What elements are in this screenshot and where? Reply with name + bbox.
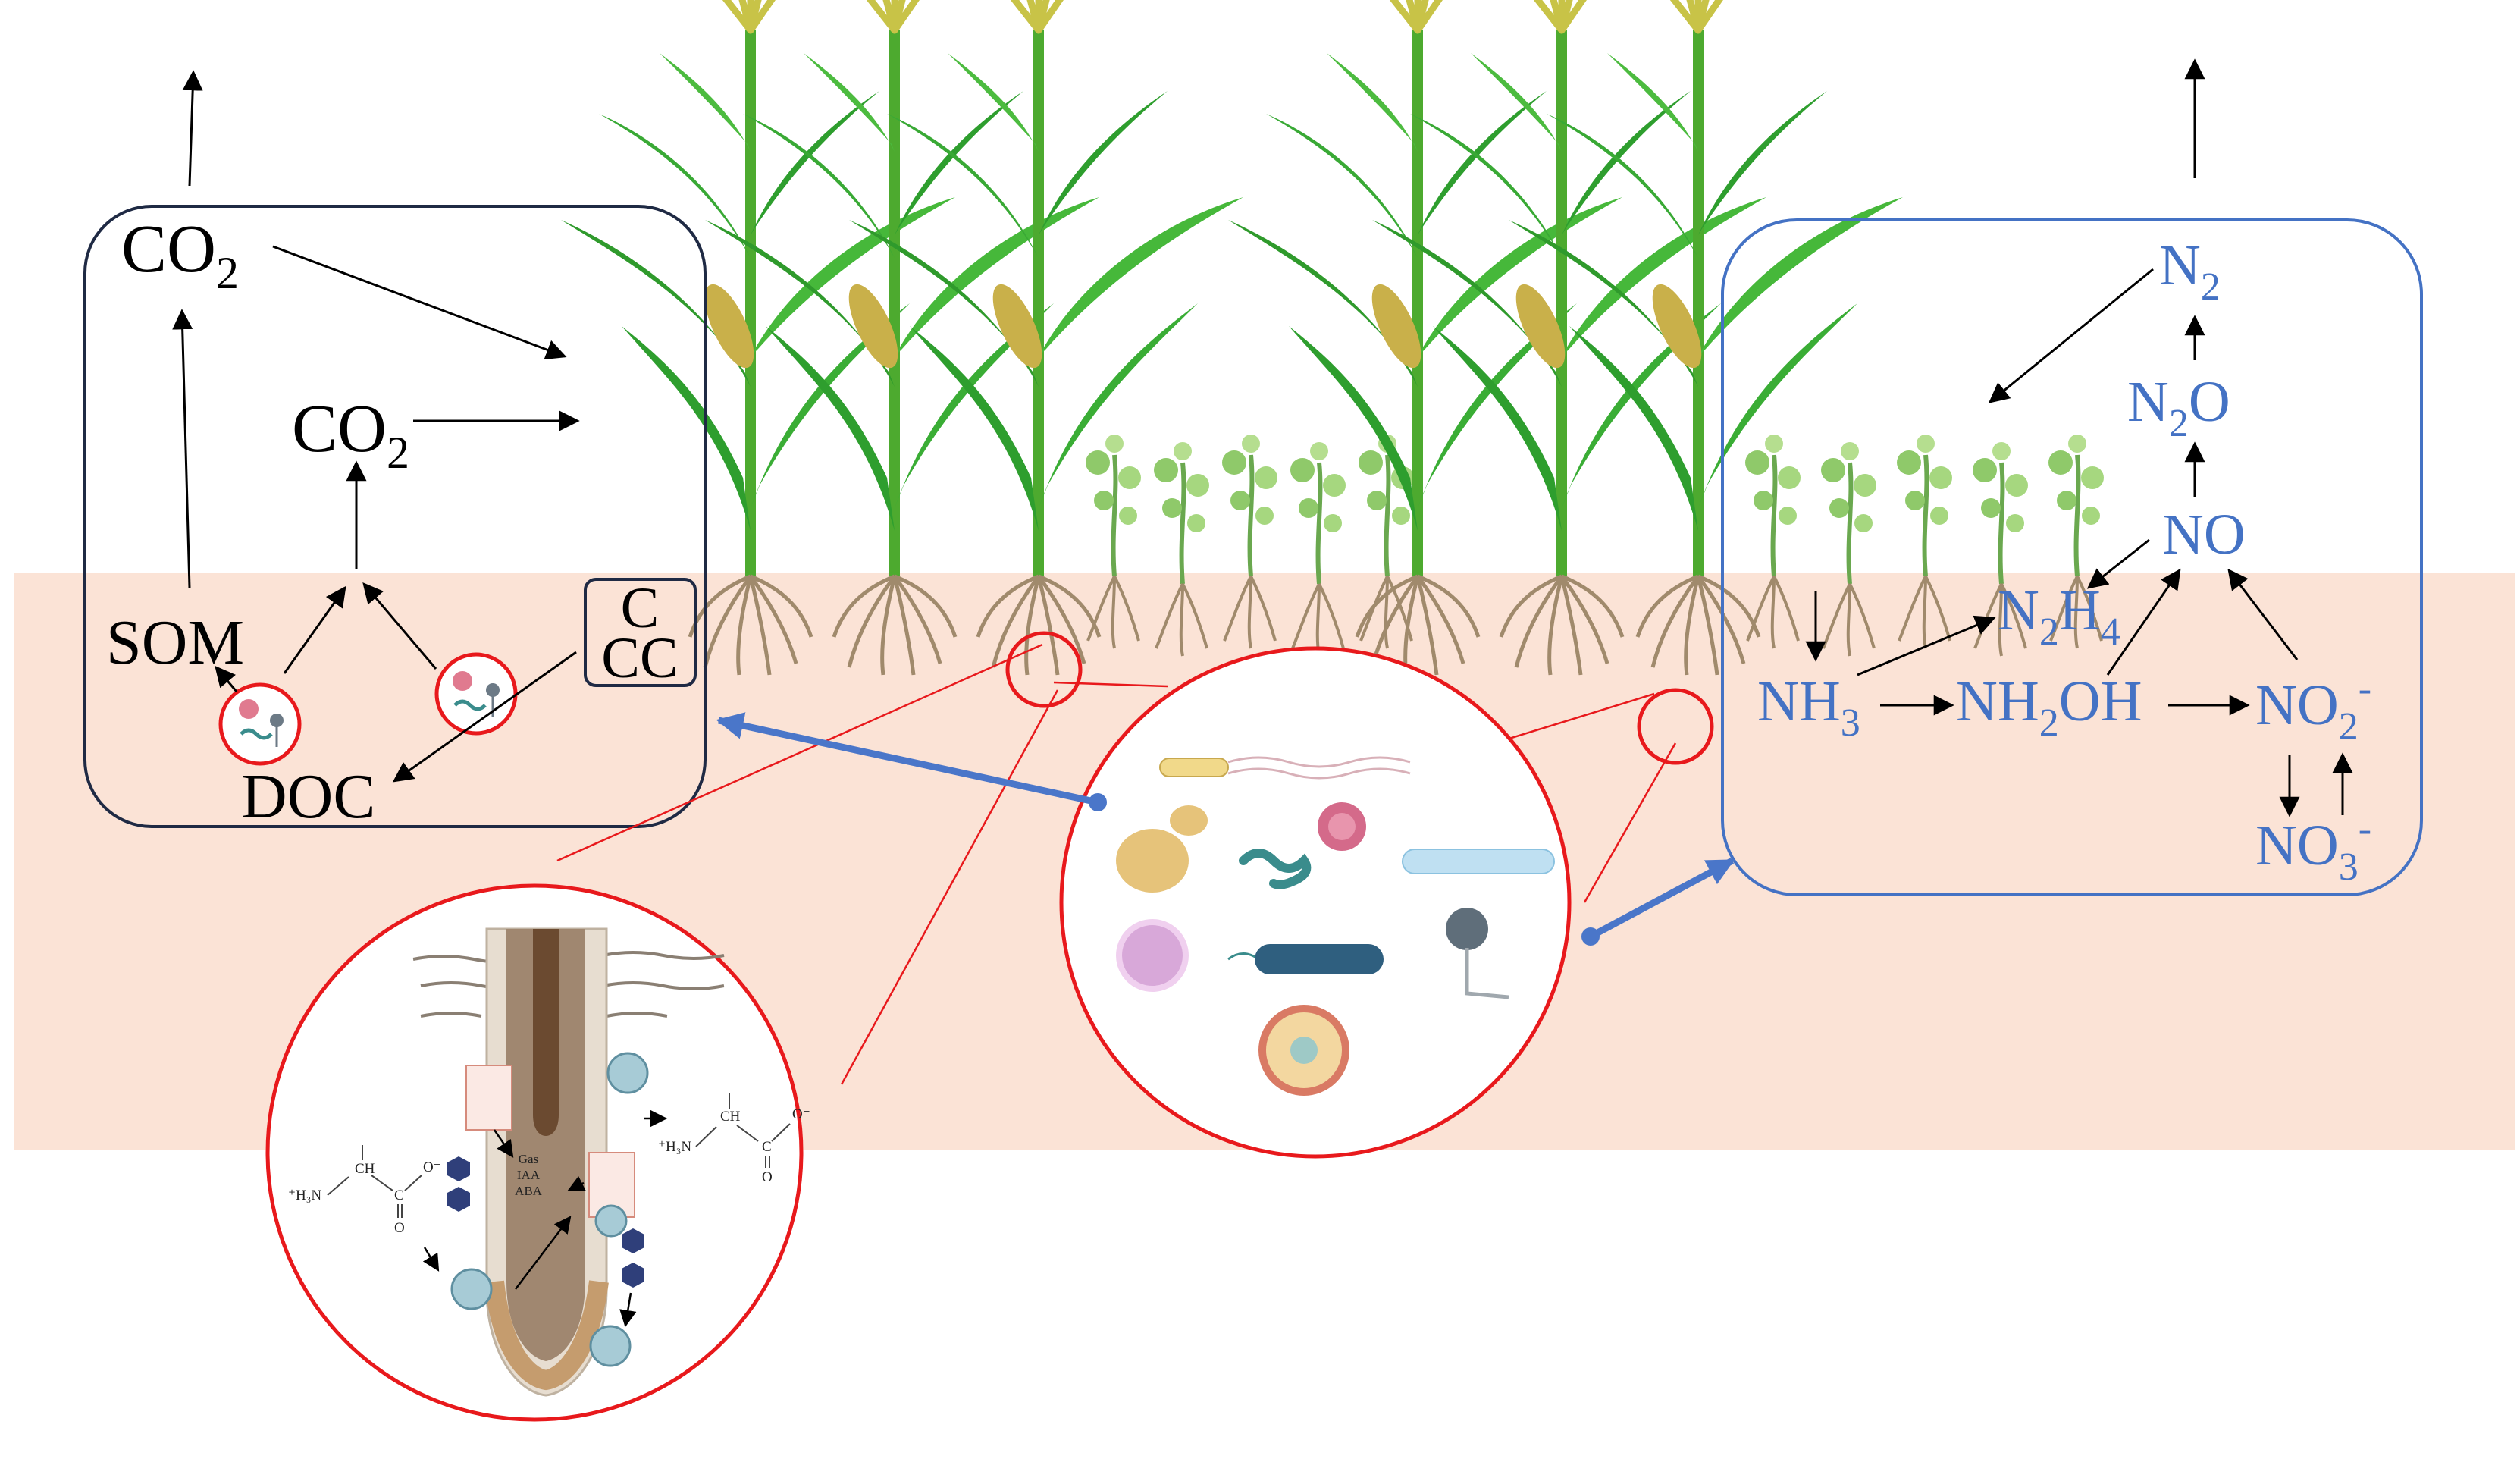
carbon-cycle-box (83, 205, 707, 828)
microbe-icon (1318, 802, 1366, 851)
nh3-label: NH3 (1757, 670, 1860, 745)
amino-right-ch: CH (720, 1109, 741, 1125)
amino-left-o-top: O⁻ (423, 1159, 441, 1175)
microbe-link-arrows (716, 712, 1735, 946)
nh2oh-label: NH2OH (1956, 670, 2142, 745)
microbe-zoom-circle (1059, 646, 1572, 1159)
microbe-icon (218, 682, 302, 766)
nitrogen-flux-arrows (1805, 58, 2353, 817)
co2-top-label: CO2 (121, 212, 239, 298)
amino-left-o-bottom: O (394, 1220, 405, 1236)
no3-label: NO3- (2255, 808, 2371, 889)
hormone-label-aba: ABA (515, 1184, 543, 1198)
no-label: NO (2162, 503, 2246, 566)
som-label: SOM (106, 607, 244, 678)
amino-right-h3n: ⁺H₃N (658, 1139, 691, 1155)
n2h4-label: N2H4 (1998, 579, 2120, 654)
nitrogen-cycle-box (1721, 218, 2423, 896)
n2o-label: N2O (2127, 370, 2230, 445)
carbon-flux-arrows (172, 70, 580, 783)
amino-left-h3n: ⁺H₃N (288, 1188, 321, 1203)
amino-right-c: C (762, 1139, 772, 1155)
hormone-label-iaa: IAA (517, 1168, 541, 1182)
microbe-icon (1446, 908, 1509, 999)
amino-left-ch: CH (355, 1161, 375, 1177)
microbe-icon (1227, 944, 1384, 974)
amino-left-c: C (394, 1188, 404, 1203)
co2-mid-label: CO2 (292, 391, 409, 478)
cc-label-line2: CC (601, 626, 678, 690)
microbe-icon (1239, 849, 1312, 889)
doc-label: DOC (241, 761, 375, 832)
microbe-icon (434, 652, 518, 736)
root-zoom-marker (1005, 631, 1083, 708)
amino-right-o-bottom: O (762, 1169, 773, 1185)
microbe-icon (1258, 1005, 1349, 1096)
microbe-icon (1402, 849, 1555, 874)
amino-right-o-top: O⁻ (792, 1106, 810, 1122)
cc-box (584, 578, 697, 687)
microbe-icon (1116, 919, 1189, 992)
hormone-label-gas: Gas (519, 1152, 538, 1166)
cc-label-line1: C (621, 576, 660, 640)
microbe-icon (1159, 756, 1411, 780)
root-zoom-circle: Gas IAA ABA ⁺H₃N CH C O⁻ O (265, 883, 810, 1422)
soil-zoom-marker (1637, 688, 1714, 765)
microbe-icon (1116, 829, 1189, 893)
no2-label: NO2- (2255, 667, 2371, 748)
n2-label: N2 (2159, 234, 2221, 309)
